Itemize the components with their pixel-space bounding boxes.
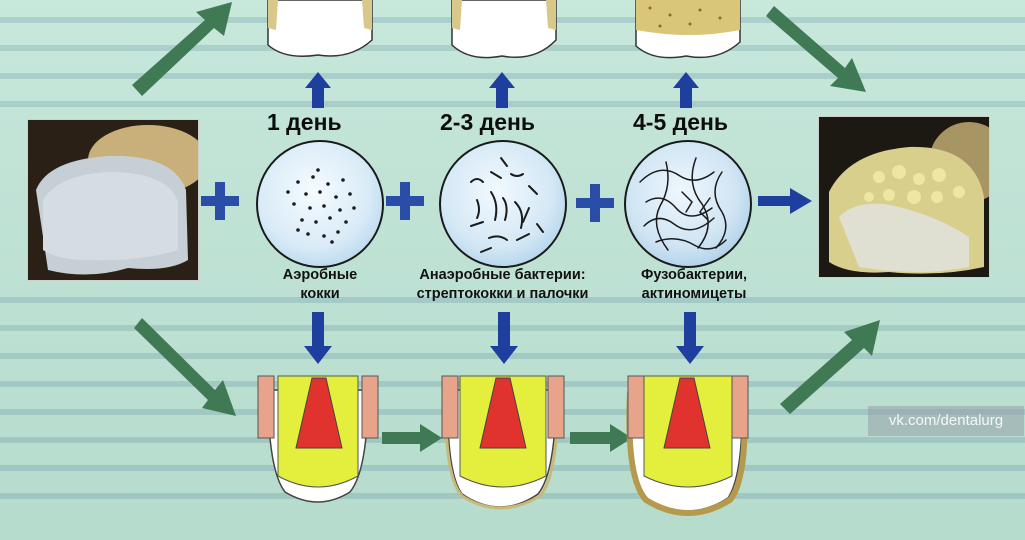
arrow-down-3	[676, 312, 704, 364]
arrow-right-to-plaque	[758, 188, 812, 214]
plus-sign-3	[576, 184, 614, 222]
stage-3-caption: Фузобактерии, актиномицеты	[624, 266, 764, 304]
plus-sign-2	[386, 182, 424, 220]
arrow-up-1	[305, 72, 331, 108]
arrow-up-3	[673, 72, 699, 108]
stage-2-day-label: 2-3 день	[440, 109, 536, 135]
plus-sign-1	[201, 182, 239, 220]
green-arrow-bottomleft	[134, 318, 236, 416]
tooth-section-1	[257, 375, 379, 503]
stage-1-caption-line2: кокки	[300, 286, 340, 302]
green-arrow-topleft	[132, 2, 232, 96]
green-arrow-bottomright	[780, 320, 880, 414]
top-tooth-crown-2	[451, 0, 557, 59]
watermark: vk.com/dentalurg	[868, 406, 1024, 436]
stage-3-day-label: 4-5 день	[633, 109, 729, 135]
stage-2-caption-line2: стрептококки и палочки	[416, 286, 589, 302]
arrow-down-2	[490, 312, 518, 364]
stage-1-day-label: 1 день	[267, 109, 342, 135]
arrow-up-2	[489, 72, 515, 108]
stage-3-caption-line1: Фузобактерии,	[640, 267, 748, 283]
aerobic-cocci-circle	[256, 140, 384, 268]
green-arrow-bottom-2-3	[570, 424, 632, 452]
top-tooth-crown-1	[267, 0, 373, 57]
arrow-down-1	[304, 312, 332, 364]
stage-1-caption-line1: Аэробные	[282, 267, 358, 283]
clean-tooth-photo	[27, 119, 199, 281]
stage-2-caption: Анаэробные бактерии: стрептококки и пало…	[385, 266, 620, 304]
plaque-tooth-photo	[818, 116, 990, 278]
stage-2-caption-line1: Анаэробные бактерии:	[419, 267, 586, 283]
tooth-section-2	[441, 375, 565, 510]
fusobacteria-circle	[624, 140, 752, 268]
anaerobic-bacteria-circle	[439, 140, 567, 268]
stage-3-caption-line2: актиномицеты	[641, 286, 747, 302]
top-tooth-crown-3	[635, 0, 741, 59]
green-arrow-topright	[766, 6, 866, 92]
stage-1-caption: Аэробные кокки	[262, 266, 378, 304]
green-arrow-bottom-1-2	[382, 424, 442, 452]
tooth-section-3	[626, 375, 749, 516]
